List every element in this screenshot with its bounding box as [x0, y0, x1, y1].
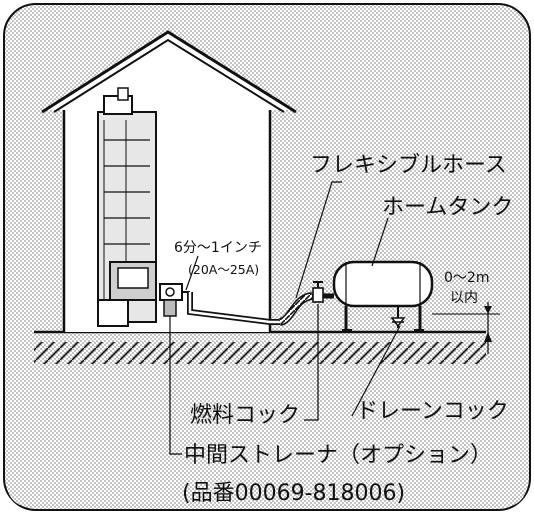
label-home-tank: ホームタンク	[382, 195, 513, 220]
height-dimension	[432, 302, 500, 354]
label-pipe-size-amp: (20A～25A)	[188, 262, 259, 277]
label-fuel-cock: 燃料コック	[190, 403, 300, 428]
home-tank	[332, 260, 434, 331]
label-pipe-size: 6分～1インチ	[174, 240, 262, 256]
label-part-number: (品番00069-818006)	[182, 481, 405, 506]
fuel-cock-valve	[312, 281, 334, 303]
leader-home-tank	[371, 217, 389, 267]
drain-cock-valve	[390, 306, 406, 328]
label-height-within: 以内	[450, 290, 478, 306]
leader-fuel-cock	[304, 304, 319, 421]
boiler-unit	[97, 87, 157, 327]
label-drain-cock: ドレーンコック	[356, 399, 509, 424]
leader-pipe-size	[185, 255, 199, 291]
leader-strainer	[169, 316, 182, 455]
leader-flexible-hose	[295, 181, 342, 299]
leader-drain-cock	[351, 325, 401, 417]
label-flexible-hose: フレキシブルホース	[310, 153, 507, 178]
text-area	[6, 392, 528, 508]
label-height-range: 0～2m	[444, 270, 489, 286]
label-strainer: 中間ストレーナ（オプション）	[184, 443, 492, 468]
